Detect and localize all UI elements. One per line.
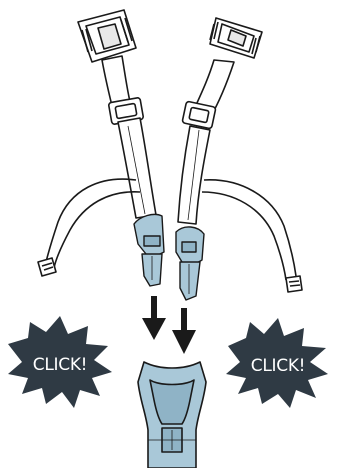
click-callout-right: CLICK! — [226, 318, 328, 408]
right-webbing-end-clip — [285, 275, 303, 293]
arrow-down-icon — [142, 296, 166, 340]
click-callout-left: CLICK! — [8, 316, 112, 408]
starburst-icon — [226, 318, 328, 408]
buckle-receiver — [137, 361, 207, 468]
click-label-left: CLICK! — [33, 355, 87, 375]
left-webbing-end-clip — [37, 257, 57, 277]
left-harness-strap — [37, 9, 157, 277]
left-strap-slider — [108, 97, 144, 125]
right-harness-strap — [177, 17, 303, 293]
left-shoulder-clip — [77, 9, 137, 63]
starburst-icon — [8, 316, 112, 408]
right-shoulder-clip — [209, 17, 263, 59]
click-label-right: CLICK! — [251, 356, 305, 376]
right-buckle-tongue — [175, 226, 205, 301]
arrow-down-icon — [172, 308, 196, 354]
right-strap-slider — [181, 100, 217, 130]
left-buckle-tongue — [133, 213, 165, 287]
